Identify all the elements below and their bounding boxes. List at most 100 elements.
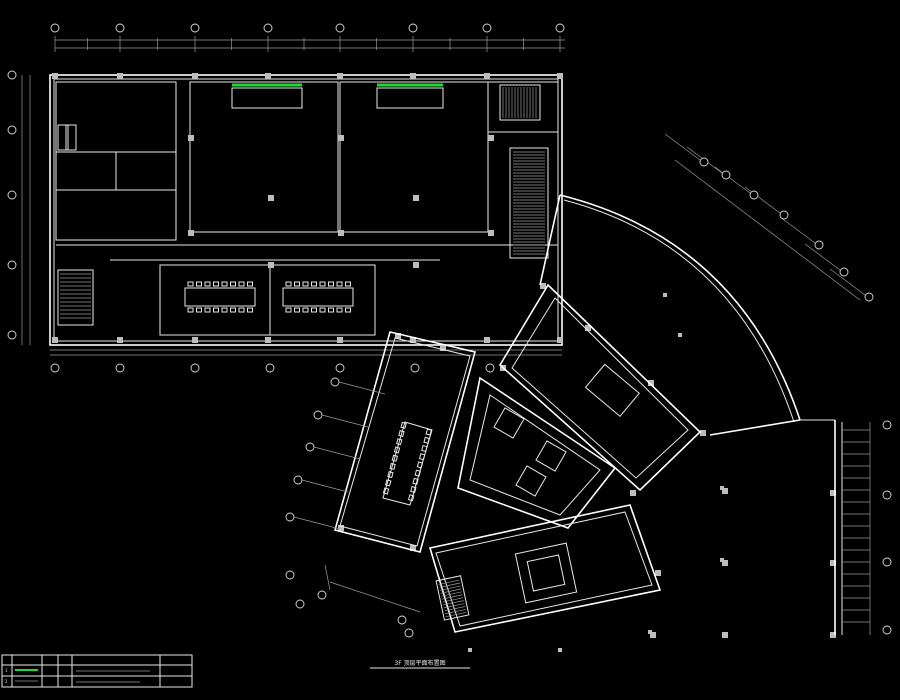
top-axis-bubble (263, 23, 273, 33)
chair (302, 281, 309, 287)
stair-tread (445, 611, 467, 618)
bottom-axis-bubbles (50, 363, 495, 373)
column (648, 380, 654, 386)
axis-line (293, 516, 341, 530)
diagonal-axis-bubble (313, 410, 323, 420)
diagonal-axis-bubble (330, 377, 340, 387)
left-axis-bubble (7, 70, 17, 80)
chair (414, 469, 421, 477)
diagonal-axis-grid (285, 133, 874, 638)
column (338, 230, 344, 236)
chair (311, 307, 317, 313)
chair (204, 307, 211, 313)
floor-marker (558, 648, 562, 652)
fan-atrium (539, 194, 835, 436)
chair (319, 281, 326, 287)
top-axis-bubble (482, 23, 492, 33)
column (117, 337, 123, 343)
chair (230, 307, 236, 313)
structural-columns (52, 73, 836, 638)
floor-marker (468, 648, 472, 652)
east-table (584, 363, 640, 417)
axis-line (714, 166, 751, 194)
axis-line (674, 159, 861, 301)
diagonal-axis-bubble (317, 590, 327, 600)
axis-line (829, 268, 866, 296)
main-building-block (49, 74, 563, 356)
column (557, 337, 563, 343)
column (440, 345, 446, 351)
column (410, 337, 416, 343)
axis-line (329, 581, 421, 613)
chair (319, 307, 326, 313)
right-axis-bubble (882, 420, 892, 430)
drawing-caption-group: 3F 顶层平面布置图 (370, 659, 470, 669)
rotated-wing-core (457, 376, 617, 529)
chair (196, 307, 202, 313)
column (117, 73, 123, 79)
top-axis-bubble (115, 23, 125, 33)
chair (385, 479, 392, 487)
chair (400, 421, 407, 429)
lower-wing (428, 504, 662, 633)
chair (416, 461, 424, 469)
chair (230, 281, 236, 287)
diagonal-axis-bubble (295, 599, 305, 609)
column (265, 73, 271, 79)
column (484, 337, 490, 343)
bottom-axis-bubble (335, 363, 345, 373)
top-axis-bubble (408, 23, 418, 33)
bottom-axis-bubble (265, 363, 275, 373)
chair (412, 477, 419, 485)
stair-tread (443, 600, 464, 606)
stair-tread (441, 594, 463, 600)
column (655, 570, 661, 576)
floor-marker (678, 333, 682, 337)
bottom-axis-bubble (50, 363, 60, 373)
diagonal-axis-bubble (285, 570, 295, 580)
bottom-axis-bubble (410, 363, 420, 373)
diagonal-axis-bubble (293, 475, 303, 485)
stair-tread (441, 591, 463, 597)
column (410, 545, 416, 551)
bottom-axis-bubble (485, 363, 495, 373)
chair (382, 487, 390, 495)
chair (247, 281, 253, 287)
column (484, 73, 490, 79)
axis-line (338, 381, 386, 395)
axis-line (313, 446, 361, 460)
chair (213, 281, 219, 287)
column (265, 337, 271, 343)
rotated-wing-meeting-hall (334, 331, 476, 553)
floor-marker (648, 630, 652, 634)
left-axis-bubble (7, 190, 17, 200)
right-axis-bubble (882, 490, 892, 500)
diagonal-axis-bubble (721, 170, 731, 180)
hall-b-outline (339, 81, 489, 233)
left-axis-bubble (7, 330, 17, 340)
left-axis-bubble (7, 125, 17, 135)
chair (302, 307, 309, 313)
column (700, 430, 706, 436)
column (630, 490, 636, 496)
column (268, 262, 274, 268)
column (192, 337, 198, 343)
chair (391, 454, 399, 462)
chair (285, 307, 292, 313)
chair (187, 281, 194, 287)
left-axis-bubble (7, 260, 17, 270)
left-dimension-chain (7, 70, 31, 345)
column (488, 135, 494, 141)
column (192, 73, 198, 79)
chair (328, 307, 334, 313)
top-axis-bubble (190, 23, 200, 33)
axis-line (664, 133, 701, 161)
chair (285, 281, 292, 287)
chair (393, 446, 401, 454)
column (338, 135, 344, 141)
column (557, 73, 563, 79)
stair-tread (440, 585, 461, 591)
column (830, 490, 836, 496)
rotated-wing-east (498, 283, 702, 492)
